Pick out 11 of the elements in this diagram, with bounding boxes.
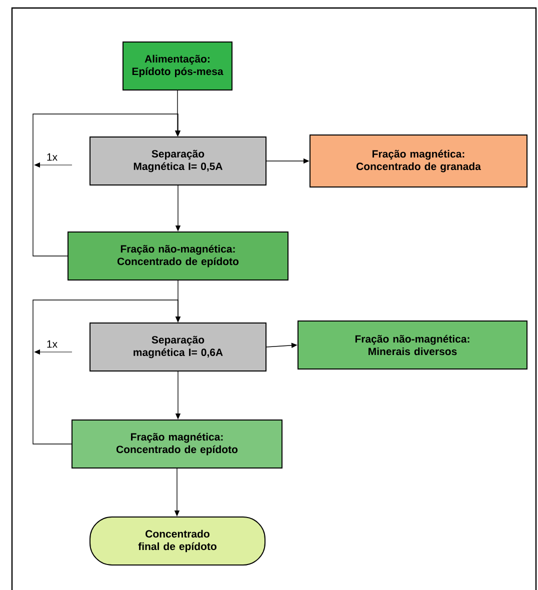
process-box: Separação magnética I= 0,6A	[90, 322, 266, 372]
process-box: Fração magnética: Concentrado de epídoto	[72, 420, 282, 468]
process-box: Fração magnética: Concentrado de granada	[310, 134, 528, 188]
arrow	[32, 114, 181, 256]
process-box: Separação Magnética I= 0,5A	[90, 136, 266, 186]
cycle-count: 1x	[47, 340, 58, 348]
arrow	[32, 300, 181, 444]
process-box: Fração não-magnética: Minerais diversos	[298, 320, 528, 370]
cycle-count: 1x	[47, 153, 58, 161]
process-box: Alimentação: Epídoto pós-mesa	[122, 42, 232, 90]
process-box: Fração não-magnética: Concentrado de epídoto	[68, 232, 288, 280]
